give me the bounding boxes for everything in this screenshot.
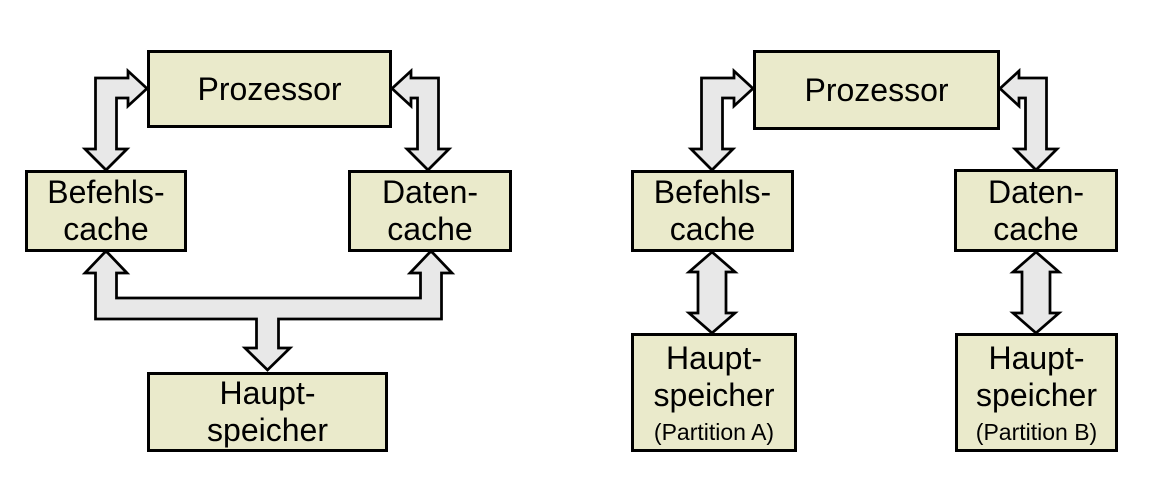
arrow-instruction-cache-partition-a	[685, 250, 739, 335]
processor-box-left: Prozessor	[147, 50, 392, 128]
main-memory-b-sublabel: (Partition B)	[975, 418, 1098, 445]
main-memory-a-label: Haupt- speicher	[653, 339, 775, 413]
data-cache-label: Daten- cache	[381, 174, 479, 247]
main-memory-partition-b-box: Haupt- speicher (Partition B)	[955, 333, 1118, 452]
data-cache-label: Daten- cache	[987, 173, 1085, 247]
instruction-cache-box-left: Befehls- cache	[25, 170, 187, 252]
processor-label: Prozessor	[197, 70, 342, 107]
data-cache-box-right: Daten- cache	[954, 169, 1118, 252]
arrow-processor-instruction-cache-right	[687, 67, 756, 172]
arrow-processor-data-cache-left	[389, 67, 453, 172]
processor-box-right: Prozessor	[753, 50, 1000, 130]
main-memory-partition-a-box: Haupt- speicher (Partition A)	[631, 333, 797, 452]
instruction-cache-label: Befehls- cache	[47, 174, 165, 247]
main-memory-a-sublabel: (Partition A)	[653, 418, 775, 445]
arrow-processor-data-cache-right	[997, 67, 1061, 172]
arrow-data-cache-partition-b	[1009, 250, 1063, 335]
main-memory-label: Haupt- speicher	[207, 375, 328, 448]
main-memory-b-label: Haupt- speicher	[976, 339, 1097, 413]
arrow-processor-instruction-cache-left	[81, 67, 150, 172]
main-memory-box-left: Haupt- speicher	[147, 372, 388, 452]
processor-label: Prozessor	[804, 71, 949, 108]
arrow-main-memory-caches-branch	[81, 249, 456, 372]
instruction-cache-label: Befehls- cache	[653, 174, 772, 247]
data-cache-box-left: Daten- cache	[348, 170, 512, 252]
instruction-cache-box-right: Befehls- cache	[631, 170, 794, 252]
